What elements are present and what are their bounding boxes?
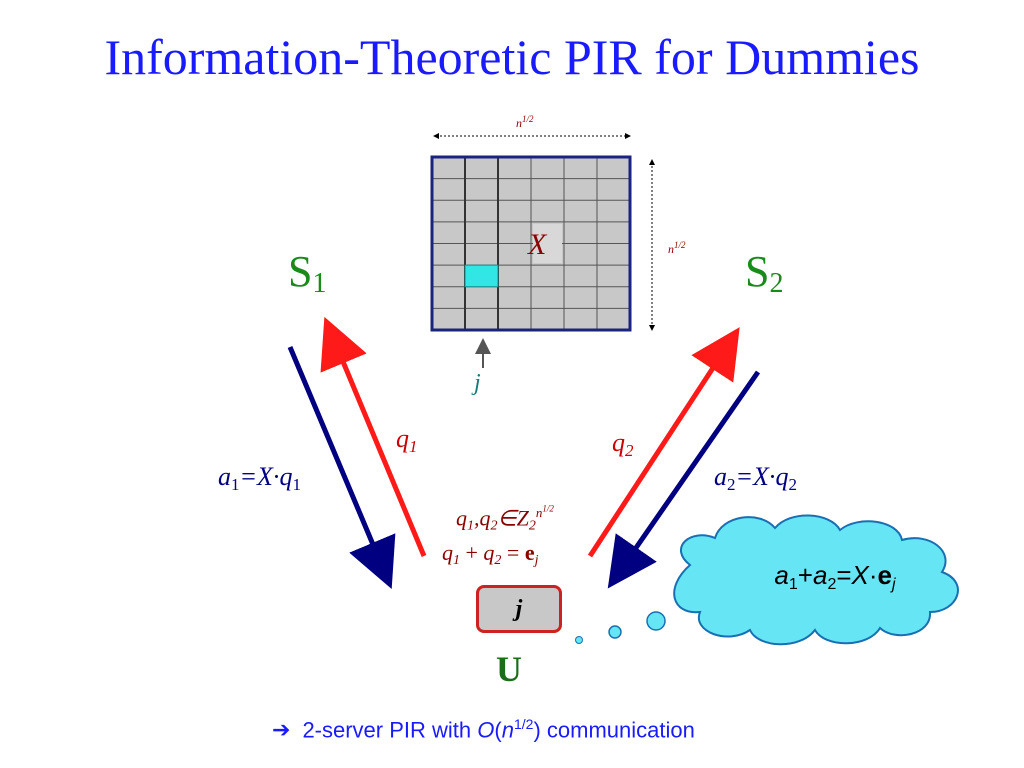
answer-arrow-a2	[607, 370, 761, 589]
query-label-q2: q2	[612, 428, 634, 460]
width-dimension-label: n1/2	[516, 114, 534, 130]
thought-bubble-small	[575, 636, 583, 644]
matrix-label: X	[528, 228, 547, 261]
user-label: U	[496, 649, 522, 689]
query-label-q1: q1	[396, 424, 418, 456]
reconstruction-equation: a1+a2=X·ej	[774, 560, 896, 593]
query-domain-equation: q1,q2∈Z2n1/2	[456, 504, 554, 534]
matrix-border	[430, 155, 632, 332]
index-label: j	[474, 370, 481, 396]
height-dimension-label: n1/2	[668, 240, 686, 256]
thought-bubble-large	[646, 611, 666, 631]
answer-arrow-a1	[287, 346, 396, 590]
matrix-selected-cell	[464, 264, 499, 288]
slide-title: Information-Theoretic PIR for Dummies	[104, 29, 920, 85]
server-s2: S2	[745, 247, 784, 299]
server-s1: S1	[288, 247, 327, 299]
arrow-bullet-icon: ➔	[272, 717, 291, 743]
answer-label-a2: a2=X·q2	[714, 462, 797, 494]
user-index-box: j	[476, 585, 562, 633]
thought-cloud	[673, 514, 959, 646]
conclusion-line: ➔2-server PIR with O(n1/2) communication	[272, 716, 695, 743]
query-arrow-q2	[587, 327, 740, 558]
query-sum-equation: q1 + q2 = ej	[442, 540, 539, 568]
database-matrix	[430, 155, 632, 332]
answer-label-a1: a1=X·q1	[218, 462, 301, 494]
matrix-label-area	[533, 223, 562, 264]
query-arrow-q1	[320, 316, 427, 557]
thought-bubble-medium	[608, 625, 622, 639]
